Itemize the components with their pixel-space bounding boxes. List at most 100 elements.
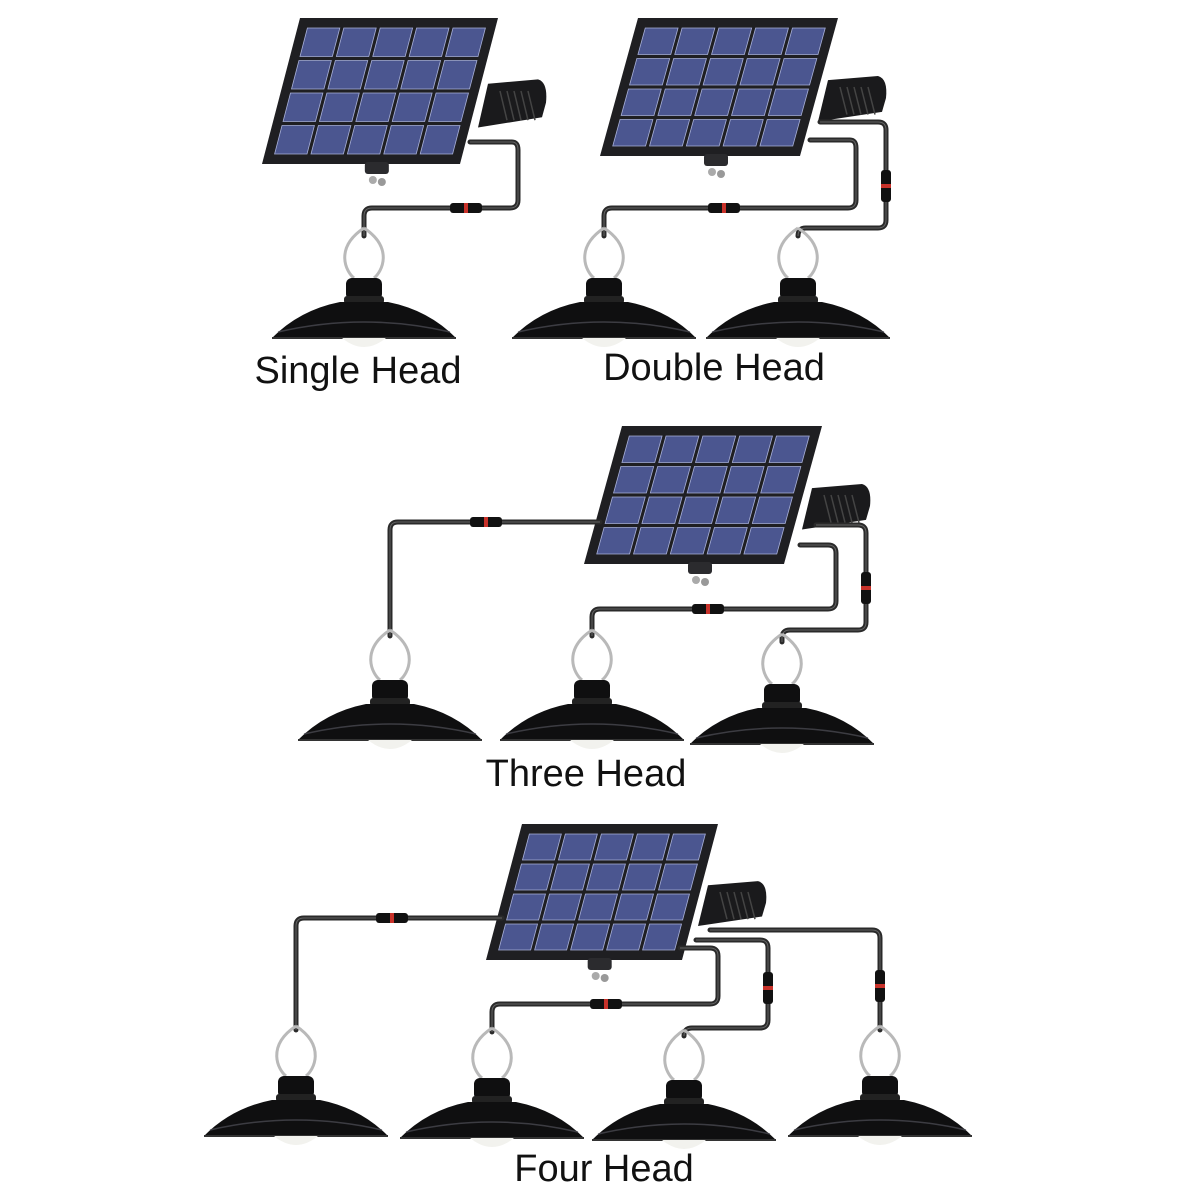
solar-cell (578, 893, 618, 921)
lamp-socket (586, 278, 622, 300)
cable-connector-icon (450, 203, 482, 213)
lamp-bulb (368, 740, 412, 749)
lamp-socket (278, 1076, 314, 1098)
lamp-bulb (342, 338, 386, 347)
lamp-bulb (570, 740, 614, 749)
cable-connector-icon (708, 203, 740, 213)
lamp-bulb (274, 1136, 318, 1145)
solar-cell (614, 893, 654, 921)
cable-connector-icon (861, 572, 871, 604)
cable-connector-icon (376, 913, 408, 923)
solar-cell (557, 833, 598, 861)
single-head-kit (262, 18, 547, 347)
solar-cell (784, 27, 826, 55)
solar-cell (596, 527, 638, 555)
solar-cell (657, 88, 699, 116)
solar-cell (622, 863, 662, 891)
solar-cell (542, 893, 582, 921)
caption-three-head: Three Head (485, 753, 687, 795)
mount-bracket (698, 881, 767, 926)
pendant-lamp-icon (272, 226, 456, 347)
cable-connector-icon (470, 517, 502, 527)
solar-panel-icon (600, 18, 887, 178)
pendant-lamp-icon (788, 1024, 972, 1145)
solar-cell (299, 27, 341, 57)
double-head-kit (512, 18, 891, 347)
solar-cell (428, 92, 469, 122)
cable-connector-icon (763, 972, 773, 1004)
solar-cell (383, 125, 425, 155)
lamp-shade (592, 1104, 776, 1140)
solar-cell (550, 863, 590, 891)
solar-cell (291, 60, 332, 90)
solar-cell (346, 125, 388, 155)
solar-cell (759, 119, 801, 147)
junction-box (704, 154, 728, 166)
solar-cell (621, 435, 663, 463)
solar-cell (274, 125, 315, 155)
solar-cell (776, 58, 818, 86)
solar-cell (391, 92, 433, 122)
solar-cell (363, 60, 405, 90)
hanger-wire (777, 226, 799, 280)
junction-box (688, 562, 712, 574)
solar-cell (612, 119, 654, 147)
lamp-shade (512, 302, 696, 338)
solar-cell (637, 27, 679, 55)
solar-cell (400, 60, 442, 90)
solar-cell (318, 92, 360, 122)
solar-cell (649, 466, 691, 494)
solar-cell (669, 527, 711, 555)
solar-cell (649, 119, 691, 147)
lamp-shade (706, 302, 890, 338)
solar-panel-icon (584, 426, 871, 586)
solar-cell (604, 496, 646, 524)
lamp-bulb (776, 338, 820, 347)
solar-cell (695, 435, 737, 463)
pendant-lamp-icon (204, 1024, 388, 1145)
solar-cell (751, 496, 793, 524)
solar-cell (629, 833, 670, 861)
cable-connector-icon (875, 970, 885, 1002)
lamp-shade (400, 1102, 584, 1138)
lamp-shade (298, 704, 482, 740)
solar-cell (620, 88, 662, 116)
solar-cell (702, 58, 744, 86)
solar-cell (658, 435, 700, 463)
pendant-lamp-icon (592, 1028, 776, 1149)
lamp-socket (862, 1076, 898, 1098)
solar-cell (768, 435, 810, 463)
hanger-wire (859, 1024, 881, 1078)
lamp-socket (346, 278, 382, 300)
lamp-shade (788, 1100, 972, 1136)
solar-cell (419, 125, 461, 155)
solar-cell (760, 466, 802, 494)
solar-cell (739, 58, 781, 86)
solar-cell (514, 863, 554, 891)
solar-cell (658, 863, 698, 891)
solar-cell (593, 833, 634, 861)
caption-single-head: Single Head (254, 350, 462, 392)
hanger-wire (571, 628, 593, 682)
lamp-shade (204, 1100, 388, 1136)
solar-cell (722, 119, 764, 147)
hanger-wire (583, 226, 605, 280)
lamp-socket (780, 278, 816, 300)
cable-connector-icon (881, 170, 891, 202)
solar-cell (282, 92, 324, 122)
mount-bracket (818, 75, 887, 122)
lamp-bulb (582, 338, 626, 347)
solar-cell (731, 435, 773, 463)
solar-cell (506, 893, 546, 921)
pendant-lamp-icon (690, 632, 874, 753)
solar-cell (665, 58, 707, 86)
solar-cell (747, 27, 789, 55)
lamp-bulb (858, 1136, 902, 1145)
solar-cell (436, 60, 478, 90)
solar-cell (586, 863, 626, 891)
solar-cell (642, 923, 683, 951)
solar-cell (408, 27, 450, 57)
solar-cell (685, 119, 727, 147)
lamp-socket (372, 680, 408, 702)
